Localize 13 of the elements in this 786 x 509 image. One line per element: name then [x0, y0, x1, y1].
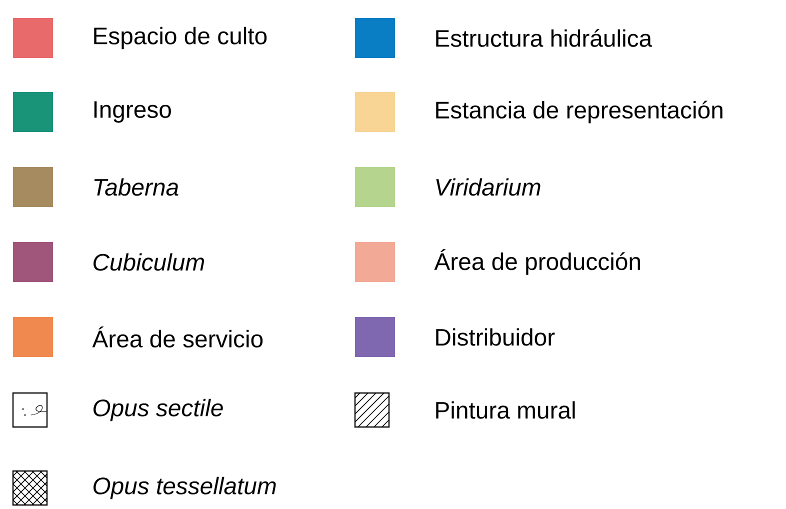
legend-label: Opus sectile [94, 398, 223, 422]
legend-label: Viridarium [436, 178, 540, 196]
legend-label: Taberna [94, 178, 178, 196]
legend-label: Estancia de representación [436, 100, 722, 124]
legend-label: Pintura mural [436, 401, 575, 419]
legend-label: Espacio de culto [94, 26, 267, 50]
legend-label: Distribuidor [436, 328, 555, 346]
legend-label: Ingreso [94, 101, 171, 123]
legend-label: Área de servicio [92, 326, 263, 348]
legend-label: Estructura hidráulica [436, 29, 652, 47]
legend-label: Área de producción [434, 249, 640, 275]
legend-label: Opus tessellatum [94, 476, 276, 500]
legend-label: Cubiculum [94, 253, 204, 271]
